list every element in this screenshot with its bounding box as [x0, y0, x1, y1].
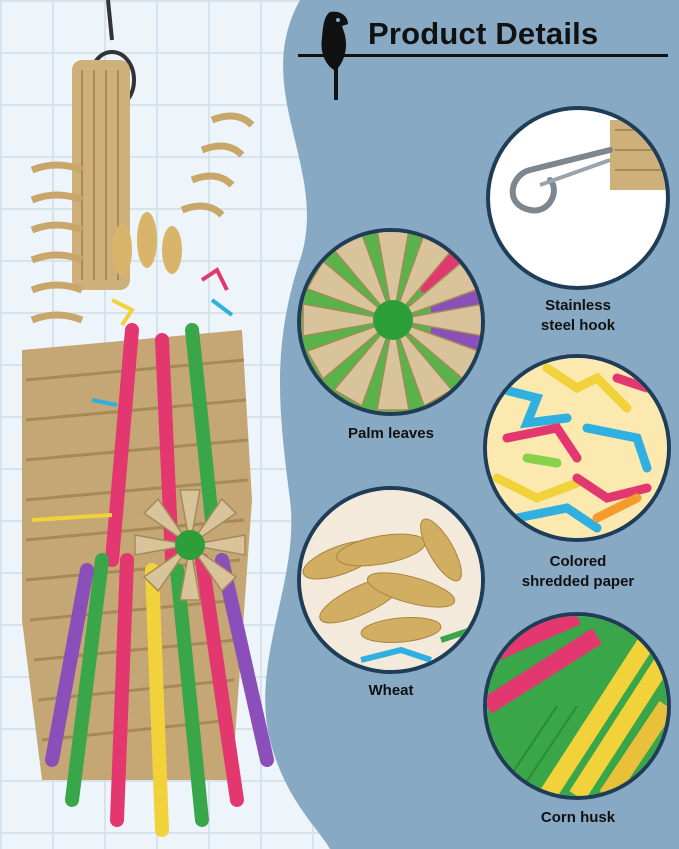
caption-corn: Corn husk	[493, 808, 663, 828]
caption-hook-line2: steel hook	[540, 317, 616, 334]
shredded-paper-image	[483, 354, 671, 542]
steel-hook-image	[486, 106, 670, 290]
caption-wheat-line1: Wheat	[368, 682, 414, 699]
wheat-image	[297, 486, 485, 674]
caption-paper-line2: shredded paper	[521, 573, 635, 590]
title-underline	[298, 54, 668, 57]
caption-palm-line1: Palm leaves	[348, 425, 434, 442]
page-title: Product Details	[368, 16, 599, 51]
caption-hook: Stainless steel hook	[500, 296, 656, 336]
caption-paper: Colored shredded paper	[493, 552, 663, 592]
product-details-header: Product Details	[318, 8, 670, 100]
caption-hook-line1: Stainless	[545, 297, 611, 314]
caption-corn-line1: Corn husk	[540, 809, 616, 826]
caption-paper-line1: Colored	[549, 553, 607, 570]
corn-husk-image	[483, 612, 671, 800]
caption-palm: Palm leaves	[311, 424, 471, 444]
bird-toy-product-image	[22, 0, 274, 837]
palm-flower-image	[297, 228, 485, 416]
caption-wheat: Wheat	[311, 681, 471, 701]
